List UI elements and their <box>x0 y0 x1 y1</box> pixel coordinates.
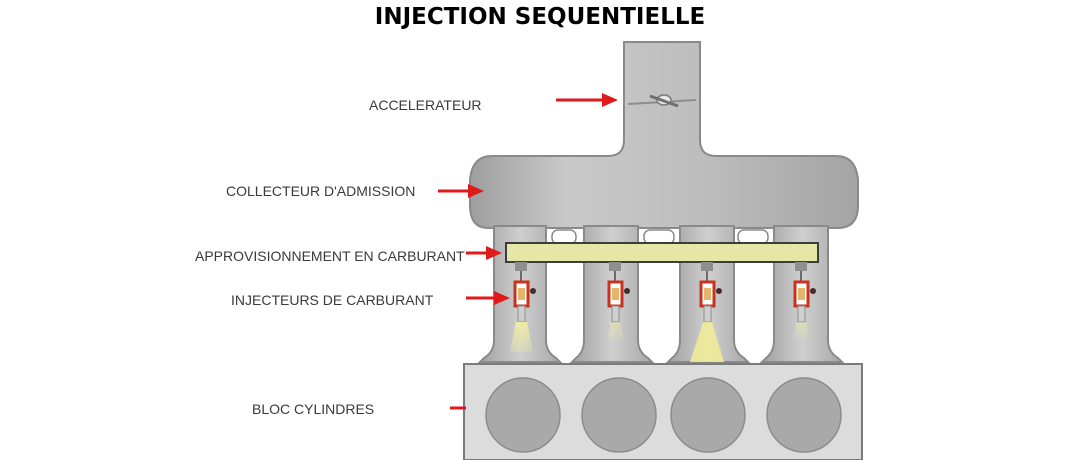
injector-icon <box>793 262 816 338</box>
arrow-icon <box>438 184 484 198</box>
cylinders <box>485 377 842 453</box>
label-fuel-supply: APPROVISIONNEMENT EN CARBURANT <box>195 248 465 264</box>
throttle-pipe <box>469 41 859 229</box>
arrow-icon <box>466 246 502 260</box>
label-injectors: INJECTEURS DE CARBURANT <box>231 292 434 308</box>
label-accelerator: ACCELERATEUR <box>369 97 482 113</box>
fuel-rail <box>505 242 819 263</box>
cylinder-icon <box>670 377 746 453</box>
pointer-arrows <box>438 93 618 410</box>
injector-icon <box>510 262 536 352</box>
cylinder-icon <box>485 377 561 453</box>
arrow-icon <box>556 93 618 107</box>
throttle-valve-icon <box>627 94 697 108</box>
label-intake-manifold: COLLECTEUR D'ADMISSION <box>226 183 416 199</box>
cylinder-icon <box>581 377 657 453</box>
injector-icon <box>607 262 630 340</box>
fuel-injectors <box>510 262 816 362</box>
cylinder-icon <box>766 377 842 453</box>
arrow-icon <box>466 291 510 305</box>
diagram-title: INJECTION SEQUENTIELLE <box>374 4 706 30</box>
injector-icon <box>690 262 724 362</box>
label-cylinder-block: BLOC CYLINDRES <box>252 401 375 417</box>
